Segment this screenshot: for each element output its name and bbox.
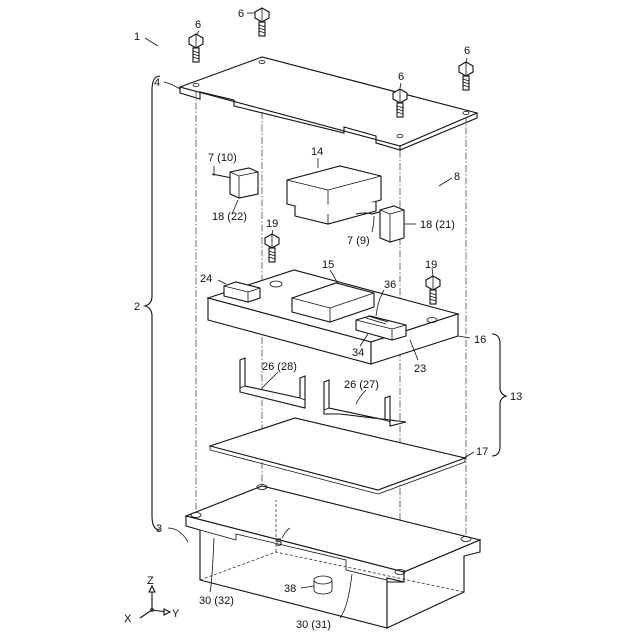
- label-6-top: 6: [238, 8, 244, 20]
- label-19-right: 19: [425, 259, 437, 271]
- label-7-10: 7 (10): [208, 152, 237, 164]
- label-13: 13: [510, 391, 522, 403]
- label-26-28: 26 (28): [262, 361, 297, 373]
- label-4: 4: [154, 77, 160, 89]
- label-23: 23: [414, 363, 426, 375]
- label-5: 5: [276, 537, 282, 549]
- holder-block-16: [208, 270, 458, 364]
- screw-6-right: [459, 62, 473, 90]
- label-24: 24: [200, 273, 212, 285]
- label-38: 38: [284, 583, 296, 595]
- label-18-22: 18 (22): [212, 211, 247, 223]
- screw-19-right: [426, 276, 440, 304]
- label-30-32: 30 (32): [199, 595, 234, 607]
- label-18-21: 18 (21): [420, 219, 455, 231]
- component-14: [287, 166, 381, 224]
- sheet-17: [210, 418, 465, 494]
- label-1: 1: [134, 31, 140, 43]
- screw-19-left: [265, 234, 279, 262]
- label-26-27: 26 (27): [344, 379, 379, 391]
- label-8: 8: [454, 171, 460, 183]
- label-7-9: 7 (9): [347, 235, 370, 247]
- label-2: 2: [134, 301, 140, 313]
- label-34: 34: [352, 347, 364, 359]
- label-3: 3: [156, 523, 162, 535]
- axis-label-y: Y: [172, 608, 180, 620]
- label-16: 16: [474, 334, 486, 346]
- label-6-right: 6: [464, 45, 470, 57]
- label-15: 15: [322, 259, 334, 271]
- label-19-left: 19: [266, 218, 278, 230]
- axis-label-z: Z: [147, 575, 154, 587]
- cover-plate: [180, 57, 477, 150]
- label-6-left: 6: [195, 19, 201, 31]
- label-36: 36: [384, 279, 396, 291]
- label-17: 17: [476, 446, 488, 458]
- axis-label-x: X: [124, 613, 132, 625]
- label-14: 14: [311, 146, 323, 158]
- coordinate-axes: [140, 586, 170, 618]
- label-6-front: 6: [398, 71, 404, 83]
- group-bracket-13: [492, 334, 506, 456]
- connector-18-22: [212, 168, 258, 198]
- screw-6-top: [255, 8, 269, 36]
- label-30-31: 30 (31): [296, 619, 331, 631]
- group-bracket-2: [145, 76, 160, 530]
- screw-6-left: [189, 34, 203, 62]
